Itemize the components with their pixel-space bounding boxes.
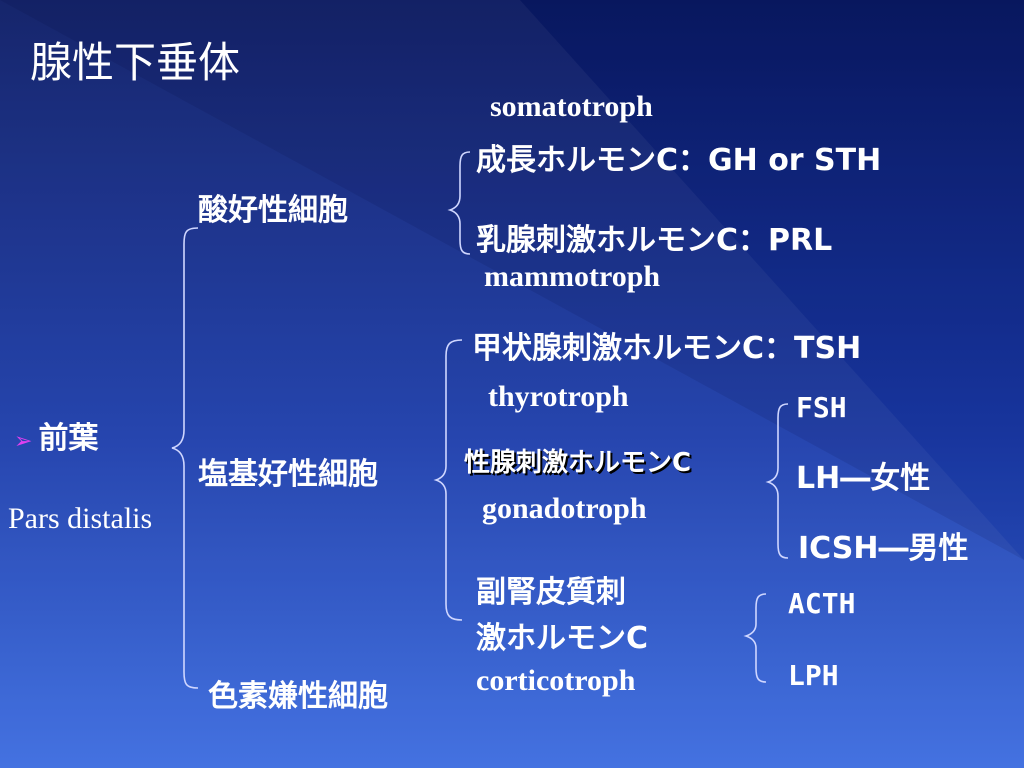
anterior-lobe-text: 前葉 xyxy=(38,421,99,456)
somatotroph-label: somatotroph xyxy=(490,90,653,123)
basophil-label: 塩基好性細胞 xyxy=(198,457,378,492)
tsh-hormone-label: 甲状腺刺激ホルモンC：TSH xyxy=(472,331,862,366)
corticotroph-label: corticotroph xyxy=(476,664,636,697)
icsh-label: ICSH―男性 xyxy=(798,531,969,566)
anterior-lobe-label: ➢前葉 xyxy=(14,424,98,454)
lh-label: LH―女性 xyxy=(796,461,931,496)
arrow-bullet-icon: ➢ xyxy=(14,429,33,454)
thyrotroph-label: thyrotroph xyxy=(488,380,629,413)
gonadotroph-label: gonadotroph xyxy=(482,492,647,525)
pars-distalis-label: Pars distalis xyxy=(8,502,153,535)
acth-hormone-line2: 激ホルモンC xyxy=(476,621,649,656)
gh-hormone-label: 成長ホルモンC：GH or STH xyxy=(476,143,882,178)
fsh-label: FSH xyxy=(796,391,847,424)
acth-label: ACTH xyxy=(788,587,856,620)
mammotroph-label: mammotroph xyxy=(484,260,661,293)
acidophil-label: 酸好性細胞 xyxy=(198,193,348,228)
chromophobe-label: 色素嫌性細胞 xyxy=(208,679,388,714)
lph-label: LPH xyxy=(788,659,839,692)
gonad-hormone-label: 性腺刺激ホルモンC xyxy=(464,448,692,478)
acth-hormone-line1: 副腎皮質刺 xyxy=(476,575,626,610)
prl-hormone-label: 乳腺刺激ホルモンC：PRL xyxy=(476,223,833,258)
slide-title: 腺性下垂体 xyxy=(30,38,241,87)
